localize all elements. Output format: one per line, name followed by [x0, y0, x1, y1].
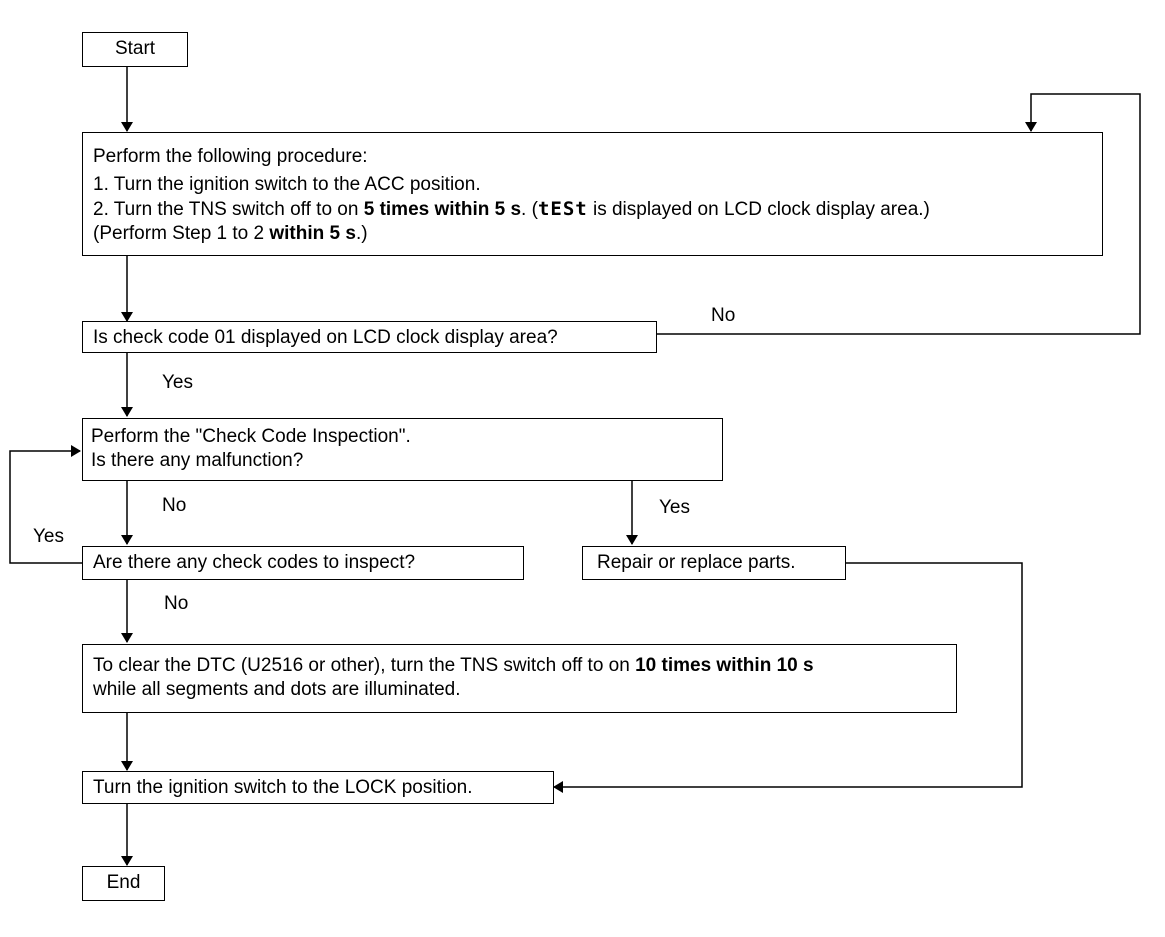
arrow-no-loop-back: [656, 93, 1141, 335]
procedure-step-3-bold: within 5 s: [269, 223, 356, 244]
lock-text: Turn the ignition switch to the LOCK pos…: [93, 777, 473, 798]
label-yes-check-code: Yes: [162, 372, 193, 393]
procedure-step-2: 2. Turn the TNS switch off to on 5 times…: [93, 197, 1102, 222]
repair-box: Repair or replace parts.: [582, 546, 846, 580]
procedure-box: Perform the following procedure: 1. Turn…: [82, 132, 1103, 256]
more-codes-box: Are there any check codes to inspect?: [82, 546, 524, 580]
label-no-more-codes: No: [164, 593, 189, 614]
test-display-symbol: tESt: [537, 198, 588, 220]
procedure-step-1: 1. Turn the ignition switch to the ACC p…: [93, 174, 481, 195]
lock-box: Turn the ignition switch to the LOCK pos…: [82, 771, 554, 804]
label-yes-malfunction: Yes: [659, 497, 690, 518]
procedure-step-2-text: 2. Turn the TNS switch off to on: [93, 199, 364, 220]
end-node: End: [82, 866, 165, 901]
inspection-box: Perform the "Check Code Inspection". Is …: [82, 418, 723, 481]
clear-dtc-bold: 10 times within 10 s: [635, 655, 814, 676]
procedure-step-2-bold: 5 times within 5 s: [363, 199, 522, 220]
label-no-malfunction: No: [162, 495, 187, 516]
arrow-repair-to-lock: [553, 562, 1023, 793]
procedure-step-2-paren: . (: [521, 199, 538, 220]
start-label: Start: [114, 38, 156, 59]
procedure-heading: Perform the following procedure:: [93, 146, 368, 167]
arrow-yes-loop-to-inspection: [9, 445, 82, 564]
more-codes-question: Are there any check codes to inspect?: [93, 552, 416, 573]
repair-text: Repair or replace parts.: [597, 552, 796, 573]
inspection-line-1: Perform the "Check Code Inspection".: [91, 426, 411, 447]
clear-dtc-line-1: To clear the DTC (U2516 or other), turn …: [93, 654, 956, 678]
clear-dtc-box: To clear the DTC (U2516 or other), turn …: [82, 644, 957, 713]
clear-dtc-text: To clear the DTC (U2516 or other), turn …: [93, 655, 636, 676]
procedure-step-3: (Perform Step 1 to 2 within 5 s.): [93, 222, 1102, 246]
check-code-box: Is check code 01 displayed on LCD clock …: [82, 321, 657, 353]
procedure-step-3-text: (Perform Step 1 to 2: [93, 223, 270, 244]
clear-dtc-line-2: while all segments and dots are illumina…: [93, 679, 461, 700]
inspection-line-2: Is there any malfunction?: [91, 450, 304, 471]
procedure-step-2-tail: is displayed on LCD clock display area.): [587, 199, 930, 220]
label-no-check-code: No: [711, 305, 736, 326]
label-yes-more-codes: Yes: [33, 526, 64, 547]
end-label: End: [106, 872, 141, 893]
procedure-step-3-tail: .): [355, 223, 368, 244]
check-code-question: Is check code 01 displayed on LCD clock …: [93, 327, 558, 348]
start-node: Start: [82, 32, 188, 67]
